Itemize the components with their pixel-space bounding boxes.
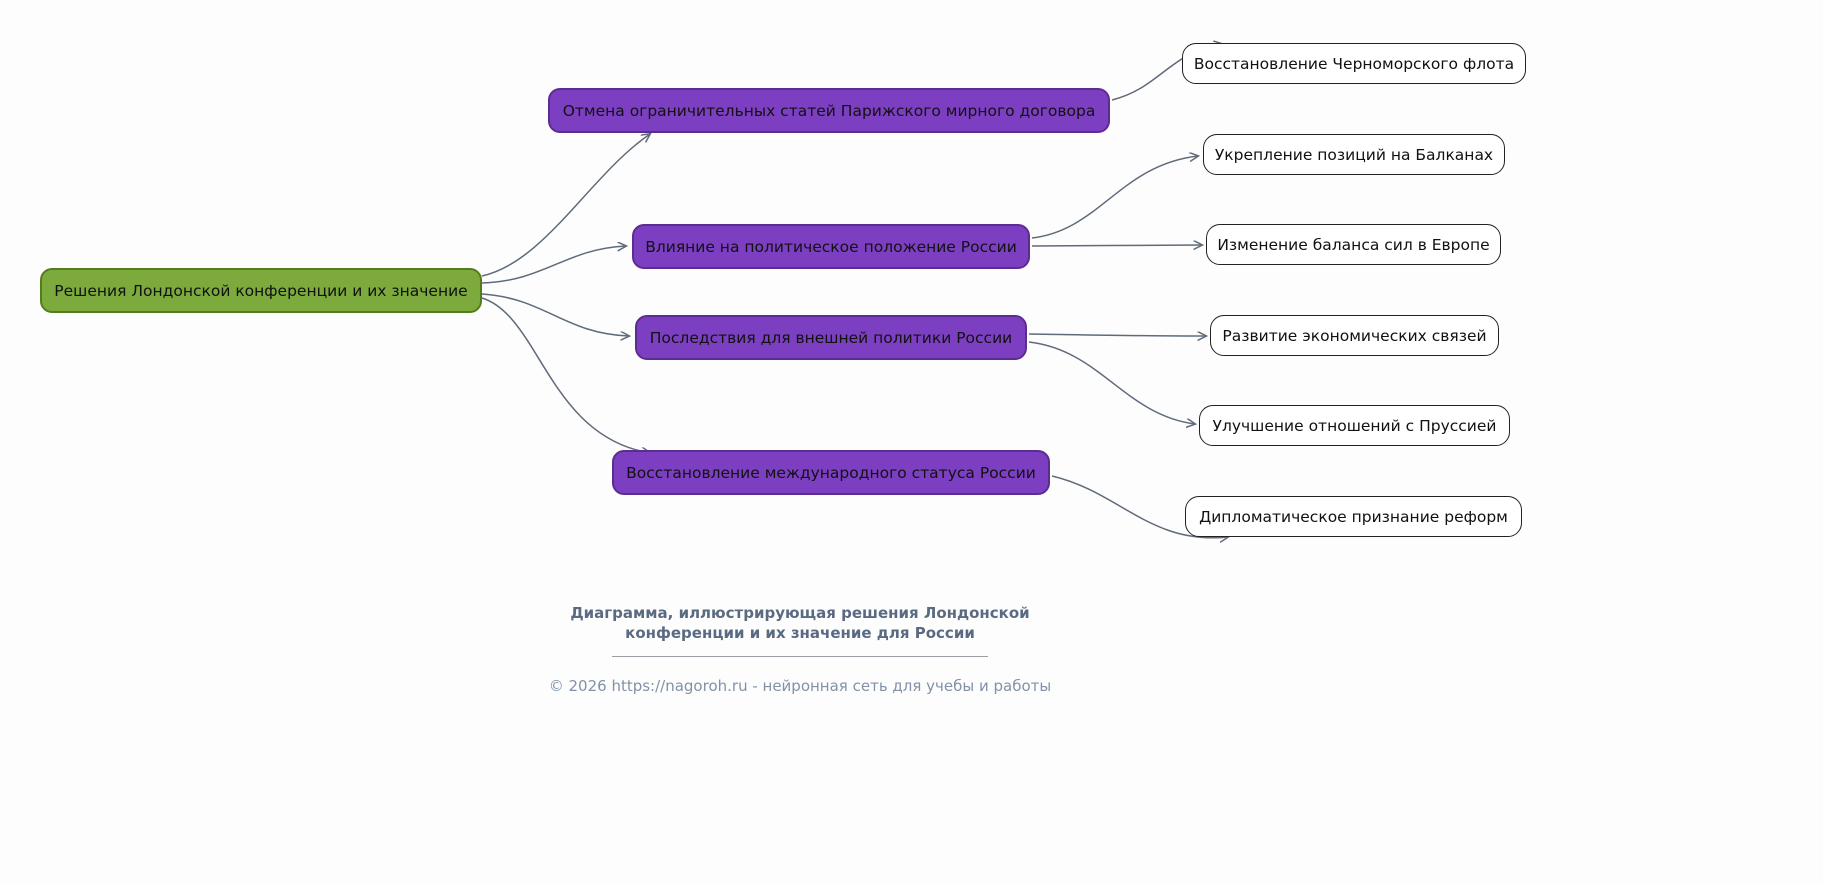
leaf-node-4: Развитие экономических связей xyxy=(1210,315,1499,356)
leaf-node-5: Улучшение отношений с Пруссией xyxy=(1199,405,1510,446)
caption-divider xyxy=(612,656,988,657)
branch-node-3: Последствия для внешней политики России xyxy=(635,315,1027,360)
leaf-node-6: Дипломатическое признание реформ xyxy=(1185,496,1522,537)
branch-node-1: Отмена ограничительных статей Парижского… xyxy=(548,88,1110,133)
edge-root-branch-2 xyxy=(481,246,626,284)
node-root: Решения Лондонской конференции и их знач… xyxy=(40,268,482,313)
leaf-node-3: Изменение баланса сил в Европе xyxy=(1206,224,1501,265)
edge-branch2-leaf3 xyxy=(1031,245,1202,246)
edge-branch3-leaf5 xyxy=(1028,341,1195,424)
edge-root-branch-1 xyxy=(481,134,650,277)
branch-node-2: Влияние на политическое положение России xyxy=(632,224,1030,269)
edge-root-branch-3 xyxy=(481,293,629,336)
edge-branch3-leaf4 xyxy=(1028,334,1206,336)
leaf-node-1: Восстановление Черноморского флота xyxy=(1182,43,1526,84)
edge-branch4-leaf6 xyxy=(1051,475,1228,538)
caption-line-2: конференции и их значение для России xyxy=(625,624,975,642)
edge-root-branch-4 xyxy=(481,297,650,453)
leaf-node-2: Укрепление позиций на Балканах xyxy=(1203,134,1505,175)
diagram-caption: Диаграмма, иллюстрирующая решения Лондон… xyxy=(450,603,1150,643)
branch-node-4: Восстановление международного статуса Ро… xyxy=(612,450,1050,495)
footer-credit: © 2026 https://nagoroh.ru - нейронная се… xyxy=(548,677,1052,695)
edge-branch2-leaf2 xyxy=(1031,156,1198,239)
caption-line-1: Диаграмма, иллюстрирующая решения Лондон… xyxy=(570,604,1030,622)
